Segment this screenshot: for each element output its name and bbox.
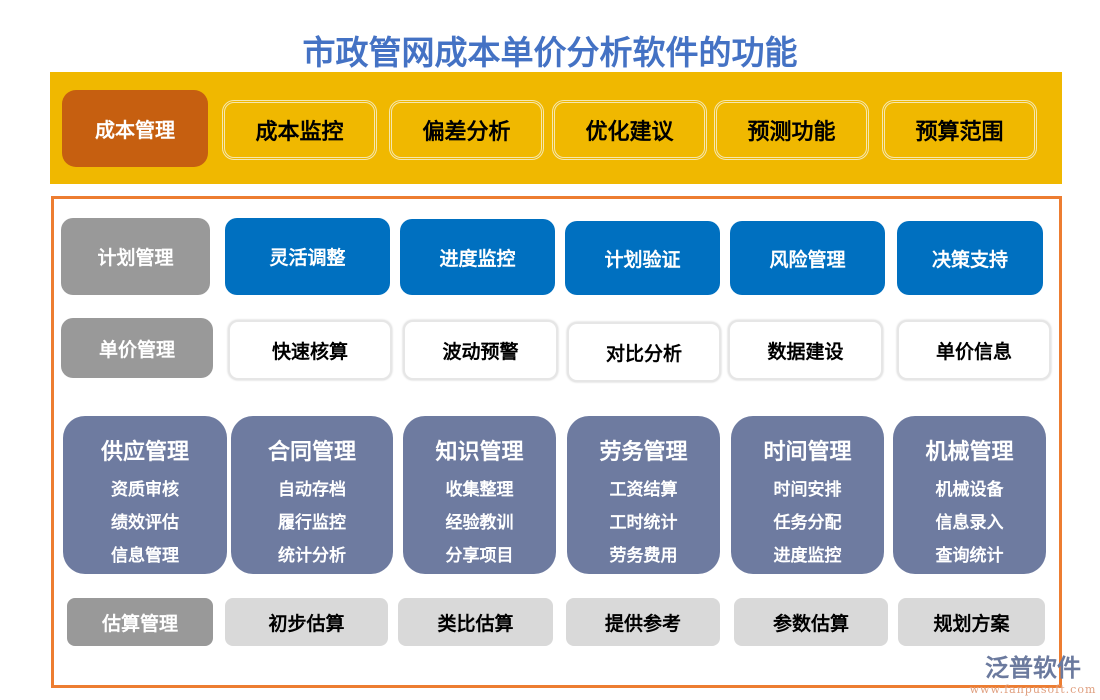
- unit-price-management-label: 单价管理: [61, 318, 213, 378]
- module-sub-item: 劳务费用: [609, 546, 678, 566]
- row1-item: 预测功能: [714, 100, 869, 160]
- row1-item: 成本监控: [222, 100, 377, 160]
- row1-item: 预算范围: [882, 100, 1037, 160]
- row1-item: 偏差分析: [389, 100, 544, 160]
- row2-item: 灵活调整: [225, 218, 390, 295]
- row5-item: 提供参考: [566, 598, 720, 646]
- module-card: 知识管理收集整理经验教训分享项目: [403, 416, 556, 574]
- module-card: 供应管理资质审核绩效评估信息管理: [63, 416, 227, 574]
- cost-management-label: 成本管理: [62, 90, 208, 167]
- module-title: 合同管理: [267, 440, 356, 465]
- module-title: 供应管理: [100, 440, 189, 465]
- row5-item: 初步估算: [225, 598, 388, 646]
- module-sub-item: 自动存档: [278, 480, 346, 500]
- module-sub-item: 时间安排: [773, 480, 842, 500]
- module-title: 知识管理: [435, 440, 524, 465]
- row5-item: 参数估算: [734, 598, 888, 646]
- module-title: 时间管理: [763, 440, 852, 465]
- logo-name: 泛普软件: [985, 654, 1081, 682]
- row3-item: 单价信息: [897, 320, 1051, 380]
- module-sub-item: 履行监控: [278, 513, 346, 533]
- module-sub-item: 工资结算: [609, 480, 678, 500]
- module-sub-item: 信息录入: [935, 513, 1004, 533]
- module-sub-item: 查询统计: [935, 546, 1004, 566]
- module-sub-item: 绩效评估: [111, 513, 179, 533]
- modules-frame: [51, 196, 1062, 688]
- module-card: 机械管理机械设备信息录入查询统计: [893, 416, 1046, 574]
- row5-item: 类比估算: [398, 598, 553, 646]
- module-sub-item: 分享项目: [445, 546, 514, 566]
- row2-item: 计划验证: [565, 221, 720, 295]
- module-sub-item: 经验教训: [445, 513, 514, 533]
- row3-item: 波动预警: [403, 320, 558, 380]
- row3-item: 数据建设: [728, 320, 883, 380]
- row3-item: 快速核算: [228, 320, 392, 380]
- cost-management-band: [50, 72, 1062, 184]
- row2-item: 风险管理: [730, 221, 885, 295]
- module-card: 合同管理自动存档履行监控统计分析: [231, 416, 393, 574]
- module-title: 劳务管理: [599, 440, 688, 465]
- row1-item: 优化建议: [552, 100, 707, 160]
- module-sub-item: 进度监控: [773, 546, 842, 566]
- logo-url: www.fanpusoft.com: [969, 683, 1097, 696]
- module-card: 时间管理时间安排任务分配进度监控: [731, 416, 884, 574]
- plan-management-label: 计划管理: [61, 218, 210, 295]
- page-title: 市政管网成本单价分析软件的功能: [302, 33, 798, 72]
- module-sub-item: 资质审核: [111, 480, 179, 500]
- module-sub-item: 任务分配: [773, 513, 842, 533]
- module-sub-item: 机械设备: [935, 480, 1004, 500]
- module-sub-item: 收集整理: [445, 480, 514, 500]
- estimate-management-label: 估算管理: [67, 598, 213, 646]
- row5-item: 规划方案: [898, 598, 1045, 646]
- row3-item: 对比分析: [567, 322, 721, 382]
- module-sub-item: 信息管理: [111, 546, 179, 566]
- module-title: 机械管理: [925, 440, 1014, 465]
- module-sub-item: 工时统计: [609, 513, 678, 533]
- row2-item: 决策支持: [897, 221, 1043, 295]
- fanpu-logo: 泛普软件 www.fanpusoft.com: [968, 650, 1098, 696]
- row2-item: 进度监控: [400, 219, 555, 295]
- module-card: 劳务管理工资结算工时统计劳务费用: [567, 416, 720, 574]
- module-sub-item: 统计分析: [278, 546, 346, 566]
